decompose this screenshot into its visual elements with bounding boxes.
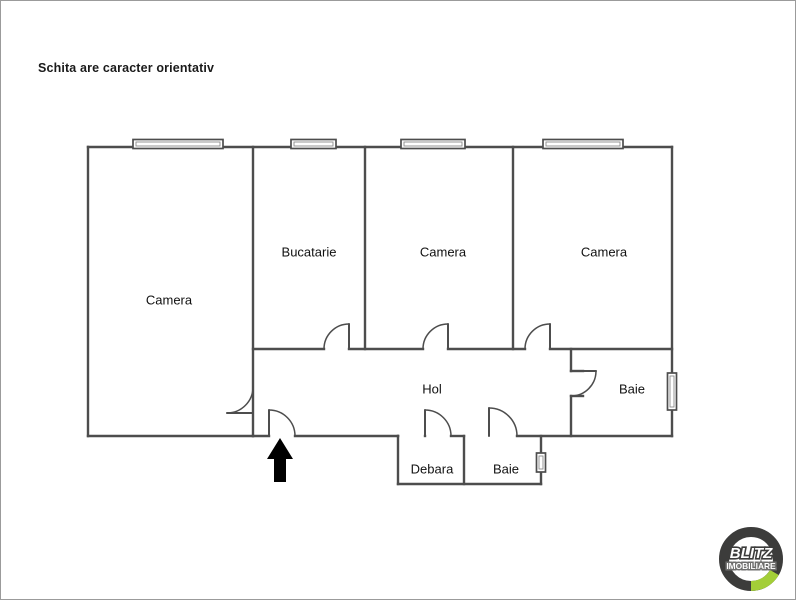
room-label-debara: Debara: [411, 461, 454, 476]
door-baie-right: [570, 370, 597, 397]
window-camera-1: [132, 138, 224, 150]
window-camera-2: [400, 138, 466, 150]
window-bucatarie: [290, 138, 337, 150]
room-label-camera-3: Camera: [581, 244, 628, 259]
window-baie-bottom: [535, 452, 547, 473]
room-label-baie-bottom: Baie: [493, 461, 519, 476]
logo-text-group: BLITZ IMOBILIARE: [725, 543, 778, 572]
room-label-bucatarie: Bucatarie: [282, 244, 337, 259]
room-label-camera-1: Camera: [146, 292, 193, 307]
room-label-hol: Hol: [422, 381, 442, 396]
door-baie-bottom: [488, 407, 518, 437]
doors-group: [226, 323, 597, 437]
door-camera-2: [422, 323, 449, 350]
room-labels-group: Camera Bucatarie Camera Camera Hol Baie …: [146, 244, 645, 476]
walls-group: [86, 145, 674, 486]
room-label-camera-2: Camera: [420, 244, 467, 259]
door-camera-3: [524, 323, 551, 350]
window-baie-right: [666, 372, 678, 411]
window-camera-3: [542, 138, 624, 150]
door-debara: [424, 409, 452, 437]
room-label-baie-right: Baie: [619, 381, 645, 396]
logo-subtitle-text: IMOBILIARE: [726, 561, 776, 571]
blitz-imobiliare-logo: BLITZ IMOBILIARE: [719, 527, 783, 592]
page-title: Schita are caracter orientativ: [38, 61, 215, 75]
logo-brand-text: BLITZ: [730, 545, 773, 562]
door-entrance: [268, 409, 296, 437]
door-camera-1: [226, 386, 254, 414]
entrance-arrow: [267, 438, 293, 482]
windows-group: [132, 138, 678, 473]
door-bucatarie: [323, 323, 350, 350]
